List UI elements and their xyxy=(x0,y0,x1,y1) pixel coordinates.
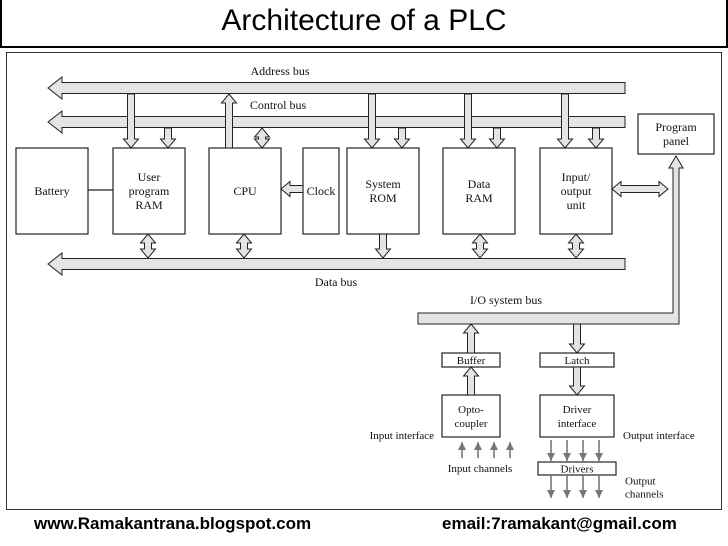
optocoupler-block-label-line-1: coupler xyxy=(455,418,488,430)
drivers-block-label-line-0: Drivers xyxy=(561,464,594,476)
input-channel-arrow-2-head xyxy=(490,442,498,450)
latch-arrow-in xyxy=(568,323,586,354)
driver-signal-arrow-3-head xyxy=(595,453,603,461)
driver-interface-block-label-line-0: Driver xyxy=(563,404,592,416)
system-rom-control-arrow xyxy=(393,127,411,149)
control-bus xyxy=(47,109,626,135)
driver-interface-block-label-line-1: interface xyxy=(558,418,597,430)
clock-cpu-arrow xyxy=(280,180,304,198)
latch-block-label-line-0: Latch xyxy=(564,355,590,367)
diagram-frame xyxy=(6,52,722,510)
control-bus-label: Control bus xyxy=(250,98,307,112)
system-rom-block-label-line-1: ROM xyxy=(369,191,397,205)
data-ram-data-arrow xyxy=(471,233,489,259)
input-channel-arrow-3-head xyxy=(506,442,514,450)
data-bus xyxy=(47,251,626,277)
cpu-block-label-line-0: CPU xyxy=(233,184,257,198)
output-channel-arrow-2-head xyxy=(579,490,587,498)
address-bus xyxy=(47,75,626,101)
user-program-ram-block-label-line-0: User xyxy=(138,170,161,184)
system-rom-block-label-line-0: System xyxy=(365,177,401,191)
opto-buffer-arrow xyxy=(462,366,480,396)
optocoupler-block xyxy=(441,394,501,438)
input-channel-arrow-0-head xyxy=(458,442,466,450)
program-panel-block xyxy=(637,113,715,155)
clock-block-label-line-0: Clock xyxy=(307,184,336,198)
data-bus-label: Data bus xyxy=(315,275,358,289)
output-channel-arrow-1-head xyxy=(563,490,571,498)
output-channels-label-line-0: Output xyxy=(625,476,656,488)
io-address-arrow xyxy=(556,93,574,149)
driver-signal-arrow-1-head xyxy=(563,453,571,461)
footer-email[interactable]: email:7ramakant@gmail.com xyxy=(442,514,677,533)
driver-signal-arrow-2-head xyxy=(579,453,587,461)
io-unit-block-label-line-1: output xyxy=(561,184,592,198)
input-channels-label: Input channels xyxy=(448,463,512,475)
driver-interface-block xyxy=(539,394,615,438)
io-unit-block-label-line-0: Input/ xyxy=(562,170,591,184)
system-rom-address-arrow xyxy=(363,93,381,149)
user-ram-control-arrow xyxy=(159,127,177,149)
input-interface-label: Input interface xyxy=(370,430,435,442)
input-channel-arrow-1-head xyxy=(474,442,482,450)
user-program-ram-block-label-line-1: program xyxy=(129,184,170,198)
data-ram-block xyxy=(442,147,516,235)
optocoupler-block-label-line-0: Opto- xyxy=(458,404,484,416)
user-program-ram-block xyxy=(112,147,186,235)
io-unit-block-label-line-2: unit xyxy=(567,198,586,212)
battery-block xyxy=(15,147,89,235)
system-rom-data-arrow xyxy=(374,233,392,259)
cpu-address-arrow xyxy=(220,93,238,149)
user-ram-address-arrow xyxy=(122,93,140,149)
program-panel-block-label-line-0: Program xyxy=(655,120,697,134)
cpu-control-arrow xyxy=(253,127,271,149)
output-channel-arrow-0-head xyxy=(547,490,555,498)
clock-block xyxy=(302,147,340,235)
system-rom-block xyxy=(346,147,420,235)
user-program-ram-block-label-line-2: RAM xyxy=(135,198,163,212)
address-bus-label: Address bus xyxy=(251,64,310,78)
footer-website[interactable]: www.Ramakantrana.blogspot.com xyxy=(34,514,312,533)
io-system-bus-label: I/O system bus xyxy=(470,293,542,307)
io-data-arrow xyxy=(567,233,585,259)
title-bar xyxy=(0,0,728,48)
page-title: Architecture of a PLC xyxy=(221,4,507,37)
data-ram-block-label-line-1: RAM xyxy=(465,191,493,205)
io-panel-arrow xyxy=(611,180,669,198)
output-channels-label-line-1: channels xyxy=(625,489,663,501)
data-ram-control-arrow xyxy=(488,127,506,149)
data-ram-address-arrow xyxy=(459,93,477,149)
cpu-block xyxy=(208,147,282,235)
drivers-block xyxy=(537,461,617,476)
driver-signal-arrow-0-head xyxy=(547,453,555,461)
user-ram-data-arrow xyxy=(139,233,157,259)
data-ram-block-label-line-0: Data xyxy=(468,177,491,191)
program-panel-block-label-line-1: panel xyxy=(663,134,690,148)
cpu-data-arrow xyxy=(235,233,253,259)
buffer-io-arrow xyxy=(462,323,480,354)
output-channel-arrow-3-head xyxy=(595,490,603,498)
buffer-block-label-line-0: Buffer xyxy=(457,355,486,367)
io-system-bus xyxy=(417,155,684,325)
latch-driver-arrow xyxy=(568,366,586,396)
output-interface-label: Output interface xyxy=(623,430,695,442)
io-control-arrow xyxy=(587,127,605,149)
battery-block-label-line-0: Battery xyxy=(34,184,69,198)
